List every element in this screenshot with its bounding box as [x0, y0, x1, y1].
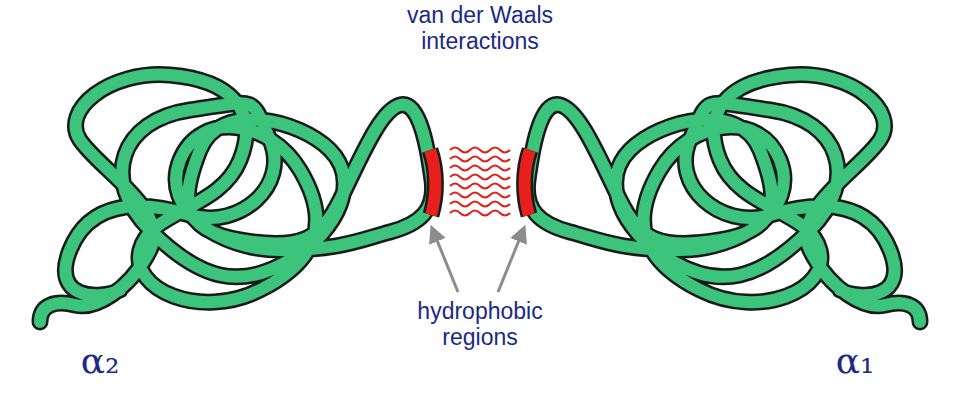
subunit-label: α₁	[815, 340, 895, 381]
van-der-waals-waves	[450, 148, 510, 216]
subunit-label: α₂	[60, 340, 140, 381]
interaction-label: van der Waals interactions	[380, 2, 580, 55]
alpha2-chain	[40, 75, 435, 322]
pointer-arrow	[432, 228, 458, 292]
pointer-arrow	[498, 228, 524, 292]
alpha1-chain	[525, 75, 920, 322]
region-label: hydrophobic regions	[395, 298, 565, 351]
